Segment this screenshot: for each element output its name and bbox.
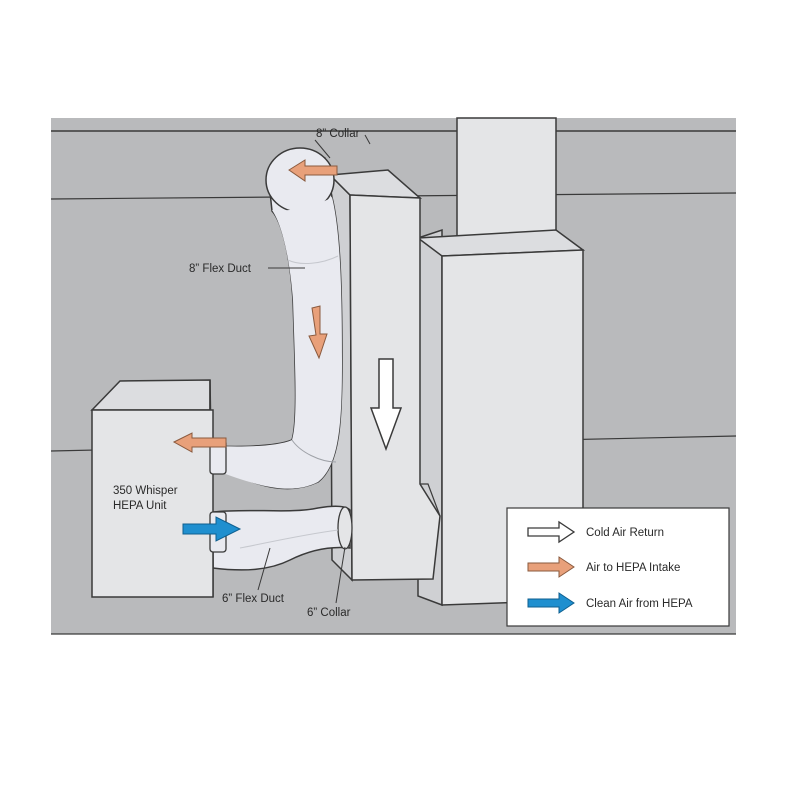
legend-hepa-intake-arrow <box>527 556 575 578</box>
legend-item-clean-air-from-hepa: Clean Air from HEPA <box>586 598 693 610</box>
flex-duct-6-outline <box>212 505 351 571</box>
legend-cold-air-arrow <box>527 520 576 544</box>
leader-collar-6 <box>335 546 346 604</box>
legend: Cold Air Return Air to HEPA Intake Clean… <box>506 507 730 627</box>
plenum-base-step <box>420 483 441 517</box>
leader-collar-8 <box>314 139 331 159</box>
intake-arrow <box>288 159 338 182</box>
leader-flex-duct-6 <box>257 547 271 591</box>
leader-collar-8 <box>364 134 371 145</box>
label-collar-6: 6” Collar <box>307 607 351 619</box>
intake-arrow <box>172 432 227 453</box>
flex-duct-8-ridge <box>291 439 337 463</box>
legend-item-air-to-hepa-intake: Air to HEPA Intake <box>586 562 680 574</box>
clean-air-arrow <box>182 516 242 542</box>
intake-arrow <box>308 305 328 360</box>
legend-item-cold-air-return: Cold Air Return <box>586 527 664 539</box>
cold-air-arrow <box>369 358 403 452</box>
label-hepa-unit-line2: HEPA Unit <box>113 500 167 512</box>
label-hepa-unit-line1: 350 Whisper <box>113 485 178 497</box>
flex-duct-8-body <box>212 197 342 489</box>
legend-clean-air-arrow <box>527 592 575 614</box>
label-flex-duct-8: 8” Flex Duct <box>189 263 252 275</box>
flex-duct-8-ridge <box>287 255 339 264</box>
label-flex-duct-6: 6” Flex Duct <box>222 593 285 605</box>
label-collar-8: 8” Collar <box>316 128 360 140</box>
flex-duct-6-ridge <box>239 529 339 549</box>
collar-6 <box>337 506 353 550</box>
